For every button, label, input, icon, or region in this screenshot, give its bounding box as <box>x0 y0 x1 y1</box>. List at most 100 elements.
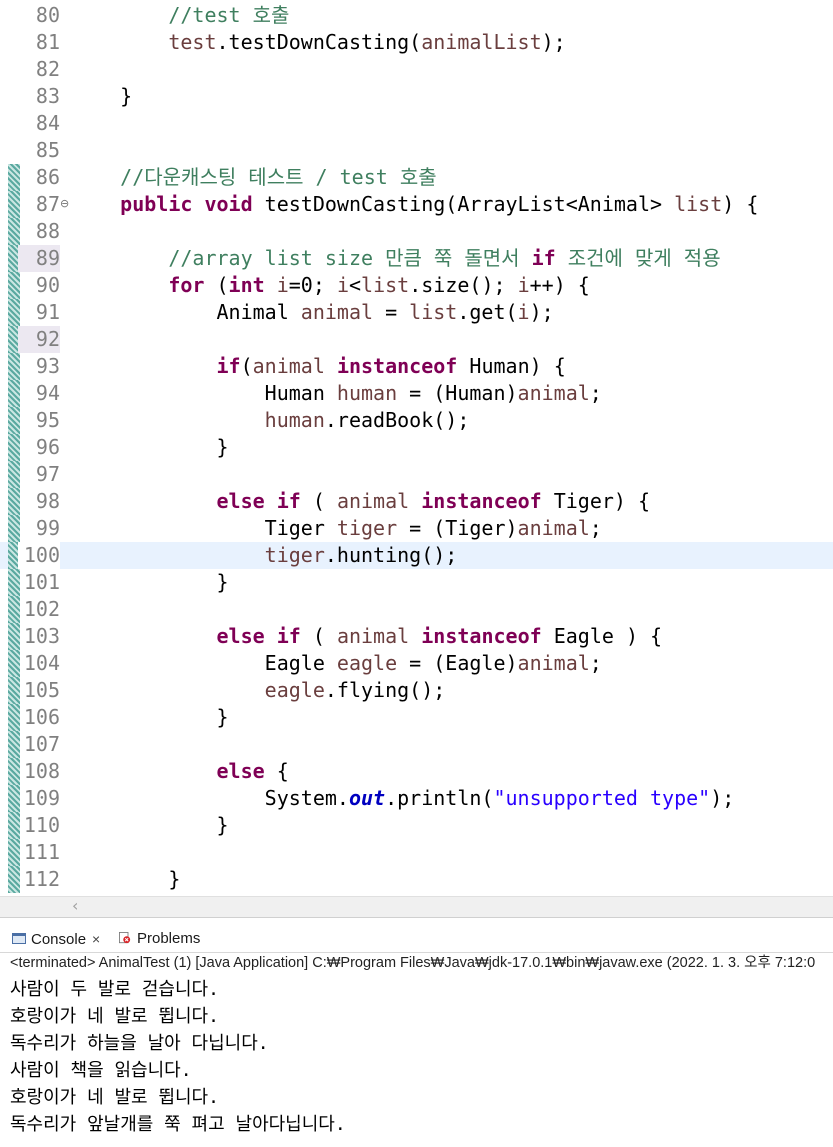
code-text[interactable]: else { <box>72 758 289 785</box>
line-number[interactable]: 81 <box>35 30 60 54</box>
line-number[interactable]: 98 <box>35 489 60 513</box>
code-line[interactable]: 89 //array list size 만큼 쭉 돌면서 if 조건에 맞게 … <box>0 245 833 272</box>
collapse-toggle-icon[interactable]: ⊖ <box>60 197 70 210</box>
editor-horizontal-scrollbar[interactable]: ‹ <box>0 896 833 917</box>
code-text[interactable]: } <box>72 434 228 461</box>
code-line[interactable]: 92 <box>0 326 833 353</box>
line-number[interactable]: 103 <box>23 624 60 648</box>
code-line[interactable]: 88 <box>0 218 833 245</box>
close-icon[interactable]: × <box>92 931 101 947</box>
code-line[interactable]: 108 else { <box>0 758 833 785</box>
line-number[interactable]: 83 <box>35 84 60 108</box>
code-line[interactable]: 99 Tiger tiger = (Tiger)animal; <box>0 515 833 542</box>
code-line[interactable]: 91 Animal animal = list.get(i); <box>0 299 833 326</box>
code-line[interactable]: 96 } <box>0 434 833 461</box>
line-number[interactable]: 109 <box>23 786 60 810</box>
tab-console[interactable]: Console× <box>12 928 100 950</box>
code-text[interactable]: } <box>72 812 228 839</box>
code-line[interactable]: 90 for (int i=0; i<list.size(); i++) { <box>0 272 833 299</box>
code-line[interactable]: 109 System.out.println("unsupported type… <box>0 785 833 812</box>
code-line[interactable]: 112 } <box>0 866 833 893</box>
code-text[interactable]: test.testDownCasting(animalList); <box>72 29 565 56</box>
code-text[interactable]: //array list size 만큼 쭉 돌면서 if 조건에 맞게 적용 <box>72 245 720 272</box>
code-line[interactable]: 111 <box>0 839 833 866</box>
code-text[interactable]: else if ( animal instanceof Eagle ) { <box>72 623 663 650</box>
code-text[interactable]: //test 호출 <box>72 2 289 29</box>
code-line[interactable]: 103 else if ( animal instanceof Eagle ) … <box>0 623 833 650</box>
code-text[interactable]: Human human = (Human)animal; <box>72 380 602 407</box>
code-line[interactable]: 81 test.testDownCasting(animalList); <box>0 29 833 56</box>
line-number[interactable]: 101 <box>23 570 60 594</box>
code-line[interactable]: 102 <box>0 596 833 623</box>
line-number[interactable]: 85 <box>35 138 60 162</box>
line-number[interactable]: 107 <box>23 732 60 756</box>
line-number[interactable]: 88 <box>35 219 60 243</box>
line-number[interactable]: 86 <box>35 165 60 189</box>
code-line[interactable]: 107 <box>0 731 833 758</box>
line-number[interactable]: 108 <box>23 759 60 783</box>
tab-problems[interactable]: Problems <box>118 928 200 950</box>
code-text[interactable]: } <box>72 704 228 731</box>
line-number[interactable]: 93 <box>35 354 60 378</box>
code-line[interactable]: 87⊖ public void testDownCasting(ArrayLis… <box>0 191 833 218</box>
line-number[interactable]: 80 <box>35 3 60 27</box>
line-number[interactable]: 91 <box>35 300 60 324</box>
code-line[interactable]: 104 Eagle eagle = (Eagle)animal; <box>0 650 833 677</box>
line-number[interactable]: 94 <box>35 381 60 405</box>
code-line[interactable]: 97 <box>0 461 833 488</box>
code-token: instanceof <box>421 489 542 513</box>
scroll-left-arrow-icon[interactable]: ‹ <box>72 896 79 915</box>
code-line[interactable]: 82 <box>0 56 833 83</box>
code-line[interactable]: 101 } <box>0 569 833 596</box>
line-number[interactable]: 105 <box>23 678 60 702</box>
code-line[interactable]: 95 human.readBook(); <box>0 407 833 434</box>
code-token <box>72 759 217 783</box>
code-line[interactable]: 106 } <box>0 704 833 731</box>
code-line[interactable]: 86 //다운캐스팅 테스트 / test 호출 <box>0 164 833 191</box>
line-number[interactable]: 111 <box>23 840 60 864</box>
code-line[interactable]: 105 eagle.flying(); <box>0 677 833 704</box>
code-text[interactable]: Animal animal = list.get(i); <box>72 299 553 326</box>
code-line[interactable]: 85 <box>0 137 833 164</box>
code-text[interactable]: //다운캐스팅 테스트 / test 호출 <box>72 164 436 191</box>
code-text[interactable]: else if ( animal instanceof Tiger) { <box>72 488 651 515</box>
code-line[interactable]: 94 Human human = (Human)animal; <box>0 380 833 407</box>
code-line[interactable]: 80 //test 호출 <box>0 2 833 29</box>
code-text[interactable]: } <box>72 866 180 893</box>
line-number[interactable]: 96 <box>35 435 60 459</box>
line-number[interactable]: 90 <box>35 273 60 297</box>
line-number[interactable]: 87 <box>35 192 60 216</box>
code-line[interactable]: 84 <box>0 110 833 137</box>
line-number[interactable]: 92 <box>18 326 60 353</box>
code-line[interactable]: 83 } <box>0 83 833 110</box>
line-number[interactable]: 89 <box>18 245 60 272</box>
code-line[interactable]: 93 if(animal instanceof Human) { <box>0 353 833 380</box>
line-number[interactable]: 84 <box>35 111 60 135</box>
line-number[interactable]: 112 <box>23 867 60 891</box>
code-line[interactable]: 98 else if ( animal instanceof Tiger) { <box>0 488 833 515</box>
code-text[interactable]: if(animal instanceof Human) { <box>72 353 566 380</box>
line-number[interactable]: 106 <box>23 705 60 729</box>
code-text[interactable]: Tiger tiger = (Tiger)animal; <box>72 515 602 542</box>
line-number[interactable]: 102 <box>23 597 60 621</box>
code-text[interactable]: eagle.flying(); <box>72 677 446 704</box>
code-text[interactable]: } <box>72 569 228 596</box>
code-text[interactable]: System.out.println("unsupported type"); <box>72 785 735 812</box>
line-number[interactable]: 82 <box>35 57 60 81</box>
code-text[interactable]: Eagle eagle = (Eagle)animal; <box>72 650 602 677</box>
code-text[interactable]: } <box>72 83 132 110</box>
line-number[interactable]: 97 <box>35 462 60 486</box>
code-token <box>265 273 277 297</box>
line-number[interactable]: 99 <box>35 516 60 540</box>
line-number[interactable]: 110 <box>23 813 60 837</box>
line-number[interactable]: 100 <box>18 542 60 569</box>
code-text[interactable]: tiger.hunting(); <box>72 542 458 569</box>
line-number[interactable]: 95 <box>35 408 60 432</box>
code-text[interactable]: for (int i=0; i<list.size(); i++) { <box>72 272 590 299</box>
line-number[interactable]: 104 <box>23 651 60 675</box>
code-text[interactable]: public void testDownCasting(ArrayList<An… <box>72 191 758 218</box>
code-line[interactable]: 110 } <box>0 812 833 839</box>
code-text[interactable]: human.readBook(); <box>72 407 470 434</box>
code-line[interactable]: 100 tiger.hunting(); <box>0 542 833 569</box>
